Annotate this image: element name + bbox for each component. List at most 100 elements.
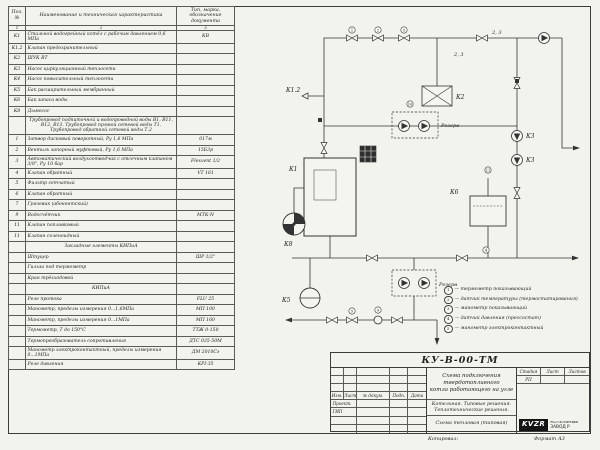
cell-pos: 4	[8, 167, 26, 180]
boiler-body	[303, 157, 357, 237]
table-row: К8 Дымосос	[8, 105, 235, 118]
cell-pos	[8, 346, 26, 360]
table-row: 2 Вентиль запорный муфтовый, Ру 1,6 МПа …	[8, 144, 235, 157]
table-row: Трубопровод подпиточной и водопроводной …	[8, 116, 235, 136]
storage-tank-icon	[469, 195, 507, 227]
legend-text: — термометр показывающий	[454, 287, 532, 292]
cell-type	[176, 272, 235, 285]
cell-name: Фильтр сетчатый	[25, 178, 177, 190]
table-row: К3 Насос циркуляционный теплосети	[8, 63, 235, 76]
cell-name: Автоматический воздухоотводчик с отсечны…	[25, 155, 177, 169]
cell-pos: 3	[8, 155, 26, 169]
smoke-exhauster-icon	[282, 212, 306, 236]
org-section: Котельная. Типовые решения. Теплотехниче…	[427, 400, 516, 416]
cell-pos: К4	[8, 74, 26, 86]
table-row: К4 Насос повысительный теплосети	[8, 74, 235, 86]
cell-type	[176, 220, 235, 232]
org-line2: Теплотехнические решения.	[434, 407, 509, 413]
pump-icon	[511, 130, 523, 142]
cell-type: 15Б3р	[176, 144, 235, 157]
cell-type	[176, 74, 235, 86]
pump-icon	[418, 120, 430, 132]
cell-pos	[8, 314, 26, 327]
table-row: К2 ШУК ВТ	[8, 53, 235, 65]
callout-number: 1	[351, 28, 353, 32]
cell-pos: К1	[8, 30, 26, 44]
cell-type: МТК-N	[176, 209, 235, 222]
cell-name: Затвор дисковый поворотный, Ру 1,6 МПа	[25, 134, 177, 146]
cell-pos	[8, 272, 26, 285]
logo-caption: КОТЕЛЬНЫЙ ЗАВОД Р	[550, 421, 578, 431]
callout-number: 5	[351, 309, 354, 313]
cell-type	[176, 105, 235, 118]
drawing-title: Схема подключения твердотопливного котла…	[427, 368, 516, 400]
cell-pos: 2	[8, 144, 26, 157]
cell-pos: 9	[8, 209, 26, 222]
cell-name: Бак запаса воды	[25, 95, 177, 107]
cell-pos	[8, 358, 26, 371]
table-row: К5 Бак расширительный мембранный	[8, 84, 235, 97]
legend-symbol-icon: 1	[444, 286, 453, 295]
cell-name: Штуцер	[25, 251, 177, 264]
label-k6: К6	[449, 189, 459, 196]
label-pair2: 2, 3	[453, 52, 464, 58]
table-row: К6 Бак запаса воды	[8, 95, 235, 107]
callout-number: 2	[377, 28, 379, 32]
cell-name: Закладные элементы КИПиА	[25, 241, 177, 253]
legend-text: — манометр показывающий	[454, 306, 528, 312]
label-k1: К1	[288, 166, 297, 173]
table-row: Манометр, пределы измерения 0...1,6МПа М…	[8, 304, 235, 316]
pump-icon	[511, 154, 523, 166]
cell-name: Трубопровод подпиточной и водопроводной …	[25, 116, 177, 136]
cell-type	[176, 283, 235, 295]
doc-name: Схема тепловая (типовая)	[435, 420, 508, 427]
sheet-label: Лист	[541, 368, 565, 376]
legend-item: 2 — датчик температуры (термостатировани…	[444, 295, 588, 305]
cell-type	[176, 188, 235, 201]
cell-type: КРI-35	[176, 358, 235, 371]
callout-number: 4	[485, 248, 488, 252]
cell-type	[176, 53, 235, 65]
drawing-title-line2: котла работающего на угле	[429, 386, 514, 393]
logo-caption-line1: КОТЕЛЬНЫЙ	[550, 420, 579, 425]
cell-type: ШР 1/2"	[176, 251, 235, 264]
label-k3a: К3	[525, 133, 535, 140]
diagram-legend: 1 — термометр показывающий 2 — датчик те…	[444, 286, 588, 334]
rev-col-data: Дата	[410, 393, 424, 399]
callout-number: 3	[403, 28, 406, 32]
cell-name: Клапан соленоидный	[25, 230, 177, 243]
water-meter-icon	[373, 315, 383, 325]
label-k5: К5	[281, 297, 291, 304]
callout-number: 10	[408, 102, 413, 106]
valves	[301, 34, 521, 324]
table-row: 11 Клапан поплавковый	[8, 220, 235, 232]
table-row: Термометр, Т до 150°С ТТЖ 0-150	[8, 325, 235, 337]
cell-pos	[8, 325, 26, 337]
table-row: Реле протока FLU 25	[8, 293, 235, 306]
cell-name: Манометр, пределы измерения 0...1МПа	[25, 314, 177, 327]
cell-type: FLU 25	[176, 293, 235, 306]
boiler-schematic: 1 2 3 10 5 9 11 4 К1 К1.2 К2 К3 К3 К5 К6…	[281, 26, 580, 345]
document-code: КУ-В-00-ТМ	[331, 353, 589, 368]
legend-item: 1 — термометр показывающий	[444, 286, 588, 295]
callout-number: 9	[377, 308, 380, 312]
cell-name: Стальной водогрейный котёл с рабочим дав…	[25, 30, 177, 44]
table-row: 4 Клапан обратный VT 161	[8, 167, 235, 180]
cell-type	[176, 178, 235, 190]
rev-col-doc: № докум.	[357, 392, 391, 400]
label-reserve-bottom: Резерв	[438, 282, 457, 288]
cell-pos: 1	[8, 134, 26, 146]
cell-name: Вентиль запорный муфтовый, Ру 1,6 МПа	[25, 144, 177, 157]
cell-pos: К1.2	[8, 42, 26, 55]
cell-name: ШУК ВТ	[25, 53, 177, 65]
rev-col-podp: Подп.	[390, 392, 409, 400]
callout-number: 11	[486, 168, 491, 172]
cell-name: Гильза под термометр	[25, 262, 177, 274]
cell-type: Flexvent 1/2	[176, 155, 235, 169]
table-row: Манометр электроконтактный, пределы изме…	[8, 346, 235, 360]
sensor-icon	[318, 118, 322, 122]
title-block: КУ-В-00-ТМ Изм. Лист № докум. Подп. Дата…	[330, 352, 590, 433]
legend-symbol-icon: 5	[444, 324, 453, 334]
label-k12: К1.2	[285, 87, 300, 94]
cell-pos: 6	[8, 188, 26, 201]
